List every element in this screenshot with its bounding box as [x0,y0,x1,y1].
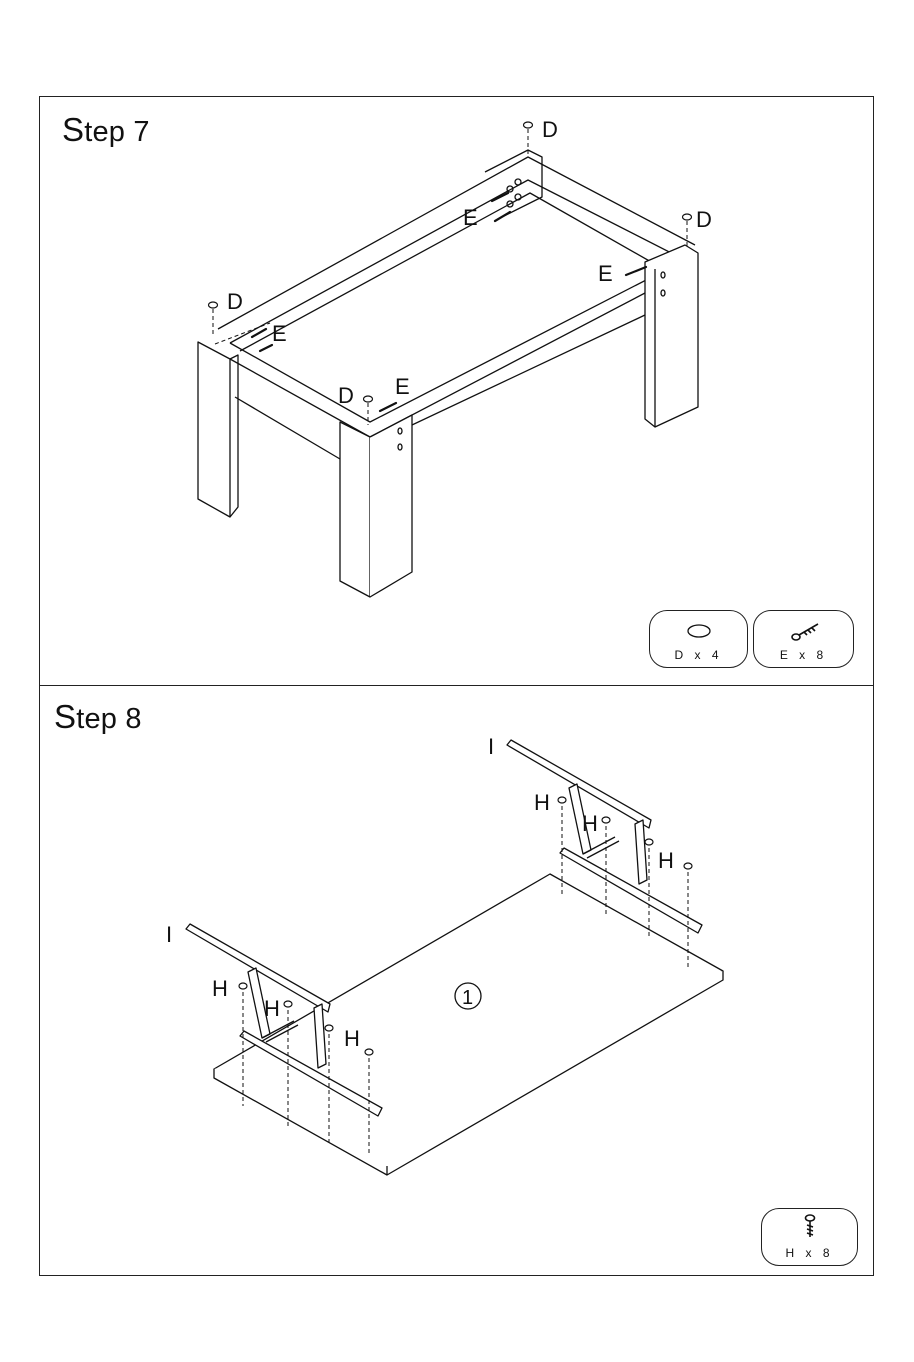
cap-d-label-3: D [227,289,243,314]
screw-h-label-3: H [658,848,674,873]
screw-e-label-4: E [395,374,410,399]
cap-d-label-1: D [542,117,558,142]
cap-d-label-4: D [338,383,354,408]
screw-e-label-1: E [463,205,478,230]
screw-h-label-6: H [344,1026,360,1051]
screw-e-label-3: E [272,321,287,346]
step-8-panel: Step 8 [39,685,874,1276]
frame-i-label-1: I [488,734,494,759]
hardware-badge-screw-h: H x 8 [761,1208,858,1266]
screw-h-label-2: H [582,811,598,836]
frame-i-label-2: I [166,922,172,947]
screw-h-label-1: H [534,790,550,815]
step-7-panel: Step 7 [39,96,874,686]
panel-number: 1 [462,987,473,1009]
hardware-badge-screw-e: E x 8 [753,610,854,668]
screw-h-label-5: H [264,996,280,1021]
screw-h-label-4: H [212,976,228,1001]
table-frame-diagram: D D D D E E E E [40,97,875,687]
leg-frame-diagram: I I H H H H H H 1 [40,686,875,1277]
hardware-badge-cap: D x 4 [649,610,748,668]
cap-d-label-2: D [696,207,712,232]
screw-e-label-2: E [598,261,613,286]
